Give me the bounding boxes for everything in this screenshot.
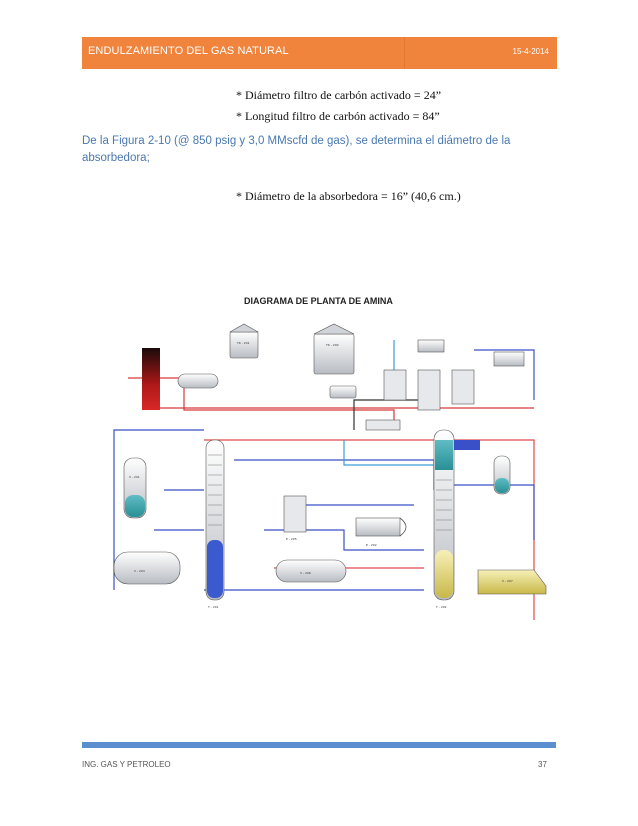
separator-v-201-label: V - 201 xyxy=(129,475,140,479)
header-spacer-band xyxy=(322,37,404,69)
footer-label: ING. GAS Y PETROLEO xyxy=(82,760,171,769)
air-cooler xyxy=(365,419,401,431)
carbon-filter-length-line: * Longitud filtro de carbón activado = 8… xyxy=(236,109,440,123)
regenerator-trays xyxy=(436,479,452,531)
vessel-horizontal-1 xyxy=(177,373,219,389)
cooler-blue xyxy=(454,440,480,450)
footer-bar xyxy=(82,742,556,748)
diagram-title: DIAGRAMA DE PLANTA DE AMINA xyxy=(244,296,393,306)
tank-small-right xyxy=(417,339,445,353)
exchanger-e-205 xyxy=(283,495,307,533)
regenerator-t-202-label: T - 202 xyxy=(435,605,447,609)
tank-tk-201-label: TK - 201 xyxy=(236,341,250,345)
exchanger-e-202-label: E - 202 xyxy=(366,543,377,547)
drum-v-203 xyxy=(113,551,181,585)
reboiler-v-207-label: V - 207 xyxy=(502,579,513,583)
pump-skid-right xyxy=(493,351,525,367)
header-title: ENDULZAMIENTO DEL GAS NATURAL xyxy=(88,45,289,57)
filter-t-203 xyxy=(451,369,475,405)
tank-tk-200-label: TK - 200 xyxy=(325,343,339,347)
exchanger-e-205-label: E - 205 xyxy=(286,537,297,541)
drum-v-203-label: V - 203 xyxy=(134,569,145,573)
exchanger-e-202 xyxy=(355,517,401,537)
header-date: 15-4-2014 xyxy=(512,47,549,56)
tank-tk-201 xyxy=(229,331,259,359)
vessel-small-1 xyxy=(329,385,357,399)
filter-f-201 xyxy=(383,369,407,401)
figure-reference-paragraph: De la Figura 2-10 (@ 850 psig y 3,0 MMsc… xyxy=(82,135,511,164)
absorber-t-201-label: T - 201 xyxy=(207,605,219,609)
absorber-trays xyxy=(208,454,222,526)
page-number: 37 xyxy=(538,760,547,769)
flash-drum-v-206 xyxy=(275,559,347,583)
header-date-band: 15-4-2014 xyxy=(404,37,557,69)
header-title-band: ENDULZAMIENTO DEL GAS NATURAL xyxy=(82,37,322,69)
amine-plant-diagram: DIAGRAMA DE PLANTA DE AMINA xyxy=(94,290,554,626)
flash-drum-v-206-label: V - 206 xyxy=(300,571,311,575)
carbon-filter-diameter-line: * Diámetro filtro de carbón activado = 2… xyxy=(236,88,442,102)
absorber-diameter-line: * Diámetro de la absorbedora = 16” (40,6… xyxy=(236,189,461,203)
tank-tk-200 xyxy=(313,333,355,375)
fired-heater-stack xyxy=(142,348,160,410)
filter-f-203 xyxy=(417,369,441,411)
page-header: ENDULZAMIENTO DEL GAS NATURAL 15-4-2014 xyxy=(82,37,557,69)
reboiler-v-207 xyxy=(477,569,547,595)
